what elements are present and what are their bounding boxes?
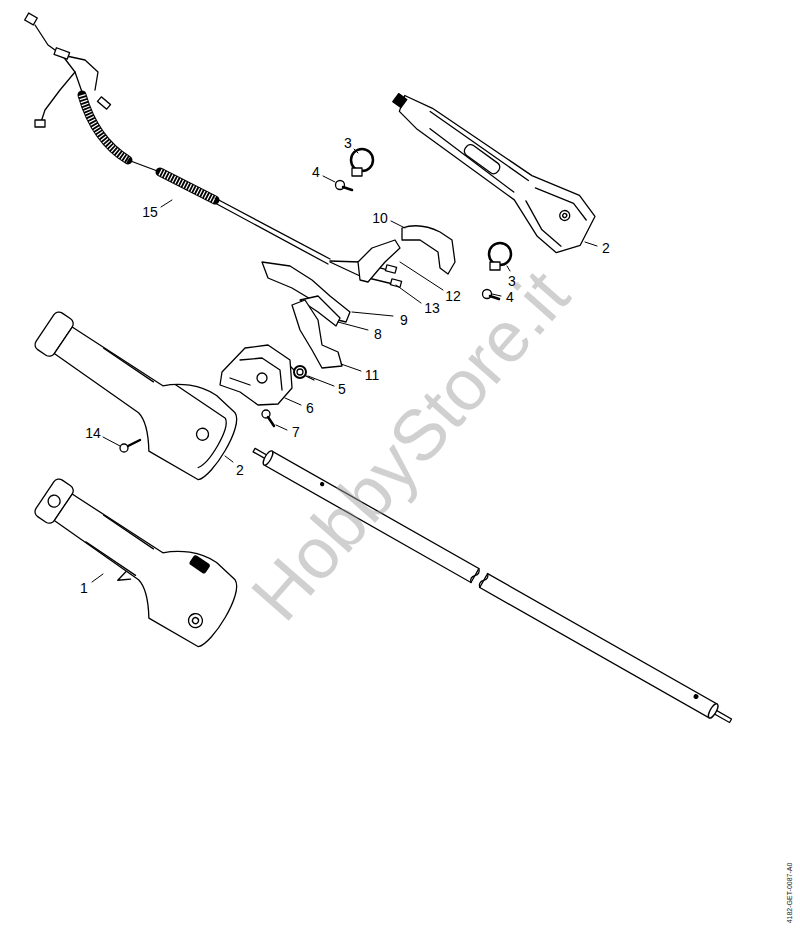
- callout-number: 2: [236, 463, 244, 477]
- callout-number: 5: [338, 382, 346, 396]
- watermark: HobbyStore.it: [239, 257, 581, 632]
- callout-number: 4: [312, 165, 320, 179]
- drawing-code: 4182-GET-0087-A0: [786, 863, 793, 924]
- callout-number: 6: [306, 401, 314, 415]
- callout-number: 13: [424, 301, 440, 315]
- callout-number: 12: [445, 289, 461, 303]
- assembled-handle: [20, 462, 248, 654]
- callout-number: 9: [400, 313, 408, 327]
- callout-number: 15: [142, 205, 158, 219]
- callout-number: 8: [374, 327, 382, 341]
- handle-housing-left: [20, 295, 248, 487]
- callout-number: 11: [365, 368, 380, 382]
- slide-control: [402, 226, 455, 274]
- callout-number: 3: [344, 136, 352, 150]
- cable-harness: [25, 13, 402, 287]
- callout-number: 2: [602, 241, 610, 255]
- callout-number: 7: [292, 425, 300, 439]
- lever: [292, 300, 342, 368]
- callout-number: 14: [85, 426, 101, 440]
- lock-lever: [358, 240, 400, 282]
- switch: [220, 345, 292, 405]
- callout-number: 1: [80, 581, 88, 595]
- callout-number: 10: [372, 211, 388, 225]
